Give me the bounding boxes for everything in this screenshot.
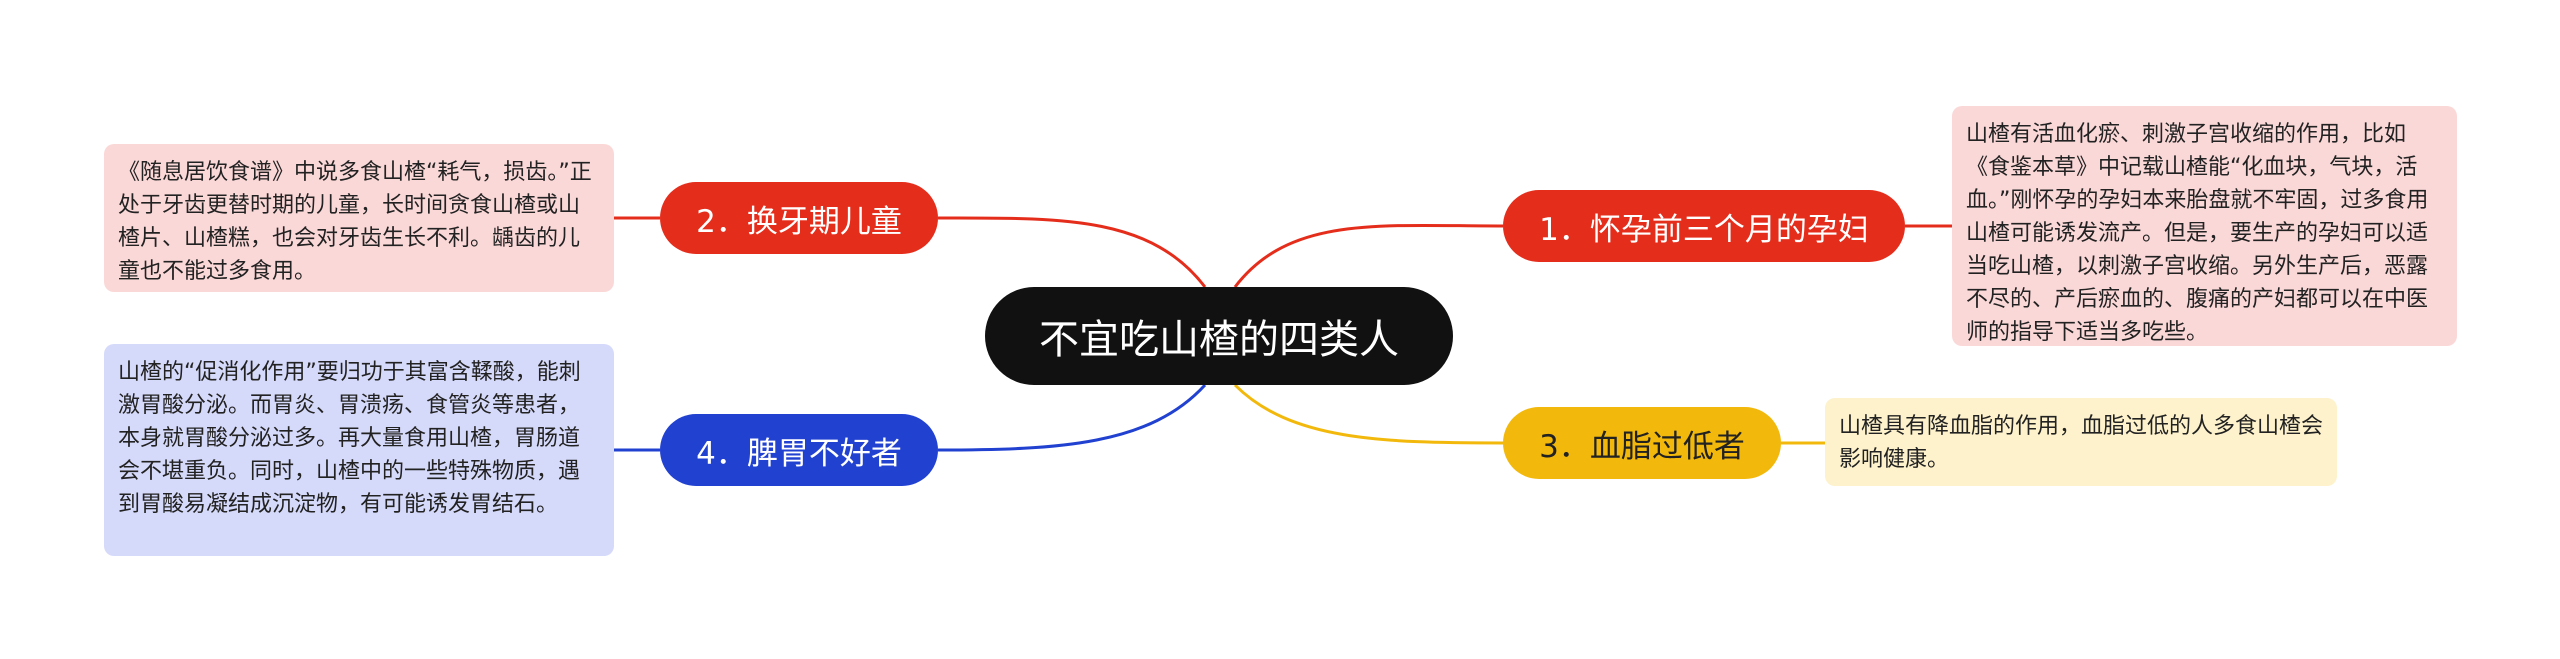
note-poor-stomach: 山楂的“促消化作用”要归功于其富含鞣酸，能刺激胃酸分泌。而胃炎、胃溃疡、食管炎等…	[104, 344, 614, 556]
connector-branch-2	[937, 216, 1207, 288]
branch-pregnant-women[interactable]: 1．怀孕前三个月的孕妇	[1503, 190, 1905, 262]
note-low-blood-lipid: 山楂具有降血脂的作用，血脂过低的人多食山楂会影响健康。	[1825, 398, 2337, 486]
note-teething-children: 《随息居饮食谱》中说多食山楂“耗气，损齿。”正处于牙齿更替时期的儿童，长时间贪食…	[104, 144, 614, 292]
connector-branch-3	[1233, 383, 1504, 445]
branch-low-blood-lipid[interactable]: 3．血脂过低者	[1503, 407, 1781, 479]
branch-teething-children[interactable]: 2．换牙期儿童	[660, 182, 938, 254]
note-pregnant-women: 山楂有活血化瘀、刺激子宫收缩的作用，比如《食鉴本草》中记载山楂能“化血块，气块，…	[1952, 106, 2457, 346]
connector-branch-4	[937, 383, 1207, 452]
branch-poor-stomach[interactable]: 4．脾胃不好者	[660, 414, 938, 486]
connector-branch-1	[1233, 223, 1504, 288]
central-topic[interactable]: 不宜吃山楂的四类人	[985, 287, 1453, 385]
